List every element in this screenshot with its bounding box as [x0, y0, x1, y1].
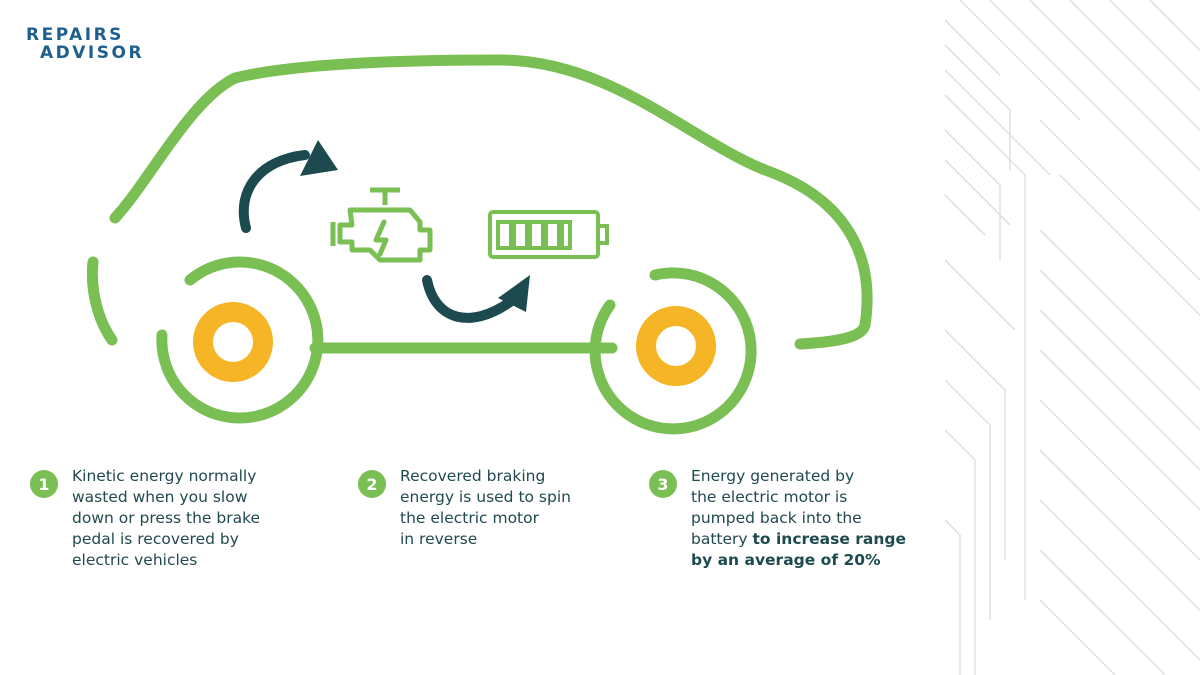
logo-line-1: REPAIRS	[26, 25, 124, 45]
step-3-line-4-plain: battery	[691, 530, 753, 548]
logo-line-2: ADVISOR	[40, 43, 145, 63]
engine-icon	[330, 187, 433, 263]
front-wheel	[636, 306, 716, 386]
step-3-line: the electric motor is	[691, 488, 848, 506]
step-1-number-badge: 1	[30, 470, 58, 498]
step-3: 3 Energy generated by the electric motor…	[649, 466, 906, 571]
step-3-highlight: to increase range	[752, 530, 907, 548]
car-outline	[86, 54, 873, 435]
step-1-line: electric vehicles	[72, 551, 198, 569]
step-1-line: down or press the brake	[72, 509, 261, 527]
circuit-pattern-decoration	[944, 0, 1200, 675]
step-1-line: Kinetic energy normally	[72, 467, 257, 485]
step-3-line-4: battery to increase range	[691, 529, 906, 550]
step-2-number-badge: 2	[358, 470, 386, 498]
step-2-line: in reverse	[400, 530, 478, 548]
step-1-text: Kinetic energy normally wasted when you …	[72, 466, 260, 571]
step-3-number-badge: 3	[649, 470, 677, 498]
step-2-text: Recovered braking energy is used to spin…	[400, 466, 571, 550]
step-1: 1 Kinetic energy normally wasted when yo…	[30, 466, 260, 571]
step-2-line: the electric motor	[400, 509, 539, 527]
curved-arrow-icon	[238, 140, 338, 233]
step-3-highlight: by an average of 20%	[691, 551, 881, 569]
step-3-line: Energy generated by	[691, 467, 855, 485]
step-2: 2 Recovered braking energy is used to sp…	[358, 466, 571, 550]
step-2-line: energy is used to spin	[400, 488, 571, 506]
rear-wheel	[193, 302, 273, 382]
step-3-line: pumped back into the	[691, 509, 862, 527]
battery-icon	[488, 210, 609, 259]
step-2-line: Recovered braking	[400, 467, 546, 485]
repairs-advisor-logo: REPAIRS ADVISOR	[26, 26, 144, 62]
step-1-line: wasted when you slow	[72, 488, 248, 506]
step-3-text: Energy generated by the electric motor i…	[691, 466, 906, 571]
curved-arrow-icon	[422, 275, 530, 323]
step-1-line: pedal is recovered by	[72, 530, 239, 548]
